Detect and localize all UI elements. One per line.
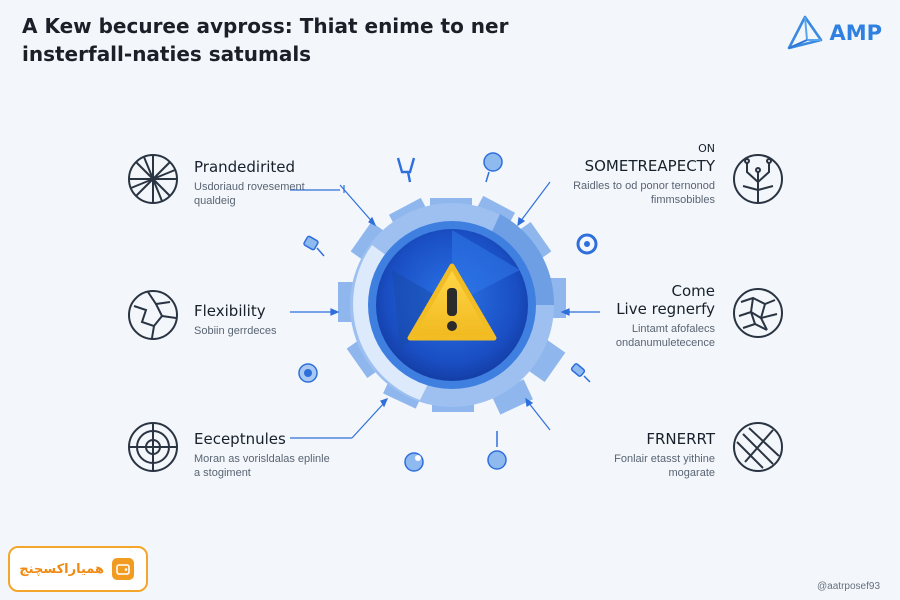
watermark: @aatrposef93 <box>817 581 880 592</box>
badge-text: همیاراکسچنج <box>19 561 104 577</box>
item-description: Moran as vorisldalas eplinle a stogiment <box>194 453 330 479</box>
warning-triangle-icon <box>407 263 497 341</box>
triangle-logo-icon <box>788 15 823 50</box>
item-description: Fonlair etasst yithine mogarate <box>614 453 715 479</box>
item-title: FRNERRT <box>646 430 715 448</box>
item-title: SOMETREAPECTY <box>584 157 715 175</box>
target-icon <box>128 422 178 472</box>
item-description: Usdoriaud rovesement qualdeig <box>194 181 305 207</box>
satellite-icons <box>298 152 598 472</box>
item-pretitle: Come <box>671 282 716 300</box>
network-globe-icon <box>733 288 783 338</box>
core-facet <box>452 230 520 305</box>
brand-name: AMP <box>829 21 882 45</box>
broken-globe-icon <box>128 290 178 340</box>
shield-cross-icon <box>733 422 783 472</box>
wheel-icon <box>128 154 178 204</box>
circuit-tree-icon <box>733 154 783 204</box>
core-facet-2 <box>392 270 452 350</box>
item-title: Eeceptnules <box>194 430 286 448</box>
item-title: Prandedirited <box>194 158 296 176</box>
wallet-icon <box>112 558 134 580</box>
item-title: Live regnerfy <box>616 300 715 318</box>
item-description: Sobiin gerrdeces <box>194 325 277 337</box>
brand-logo[interactable]: AMP <box>783 14 882 52</box>
item-pretitle: ON <box>698 142 715 155</box>
connector-arrows <box>290 181 600 439</box>
page-title: A Kew becuree avpross: Thiat enime to ne… <box>22 14 509 66</box>
item-description: Raidles to od ponor ternonod fimmsobible… <box>573 180 715 206</box>
partner-badge[interactable]: همیاراکسچنج <box>8 546 148 592</box>
item-description: Lintamt afofalecs ondanumuletecence <box>615 323 715 349</box>
item-title: Flexibility <box>194 302 266 320</box>
